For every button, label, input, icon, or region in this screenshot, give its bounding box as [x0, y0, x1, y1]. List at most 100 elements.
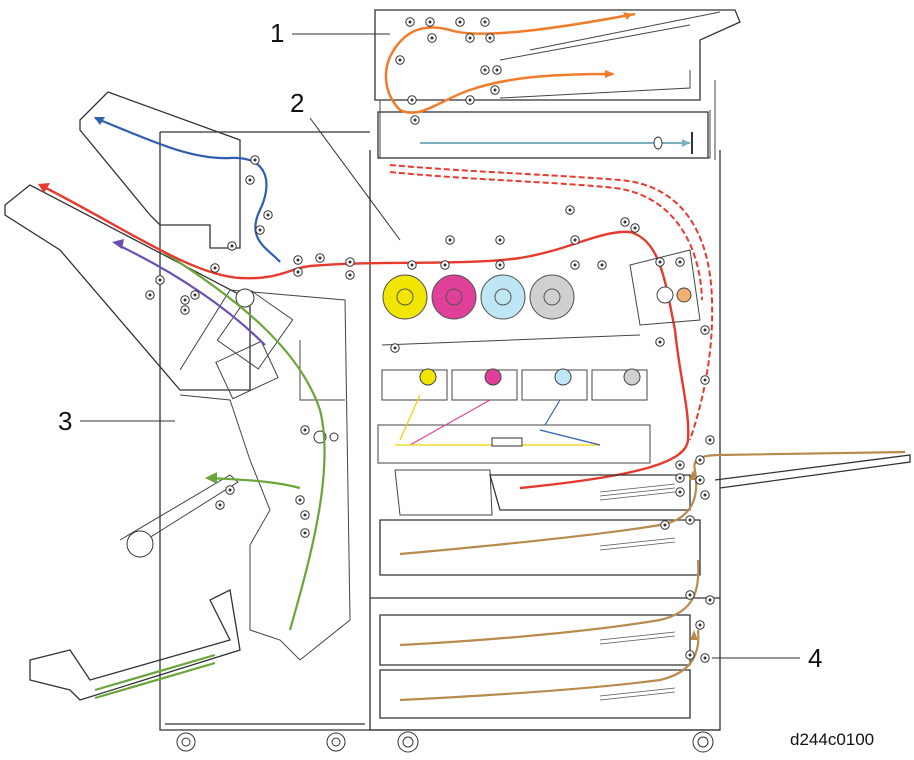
roller-icon — [248, 178, 252, 182]
roller-icon — [296, 258, 300, 262]
roller-icon — [148, 293, 152, 297]
roller-icon — [348, 273, 352, 277]
roller-icon — [688, 518, 692, 522]
drum-icon — [484, 368, 502, 386]
scanner-unit — [377, 111, 709, 159]
roller-icon — [158, 278, 162, 282]
roller-icon — [678, 463, 682, 467]
roller-icon — [408, 20, 412, 24]
roller-icon — [495, 68, 499, 72]
roller-icon — [213, 266, 217, 270]
caster-wheel-icon — [397, 731, 419, 753]
finisher-booklet-path — [94, 249, 326, 700]
caster-wheel-icon — [692, 731, 714, 753]
duplex-path — [389, 164, 714, 441]
roller-icon — [623, 220, 627, 224]
roller-icon — [448, 238, 452, 242]
roller-icon — [498, 238, 502, 242]
roller-icon — [258, 228, 262, 232]
roller-icon — [348, 260, 352, 264]
roller-icon — [193, 293, 197, 297]
roller-icon — [488, 36, 492, 40]
roller-icon — [410, 98, 414, 102]
roller-icon — [443, 263, 447, 267]
roller-icon — [573, 238, 577, 242]
roller-icon — [688, 653, 692, 657]
caster-wheel-icon — [176, 732, 196, 752]
roller-icon — [458, 20, 462, 24]
roller-icon — [303, 531, 307, 535]
roller-icon — [493, 88, 497, 92]
roller-icon — [430, 36, 434, 40]
roller-icon — [703, 493, 707, 497]
toner-cartridges — [382, 274, 575, 320]
roller-icon — [703, 378, 707, 382]
toner-cartridge-icon — [382, 274, 428, 320]
callout-number: 3 — [58, 406, 72, 436]
rollers — [145, 17, 715, 663]
roller-icon — [303, 428, 307, 432]
drum-icon — [623, 368, 641, 386]
roller-icon — [183, 298, 187, 302]
finisher-shift-path — [112, 239, 266, 346]
toner-cartridge-icon — [480, 274, 526, 320]
laser-unit — [377, 394, 651, 464]
roller-icon — [253, 158, 257, 162]
roller-icon — [678, 490, 682, 494]
casters — [176, 731, 714, 753]
roller-icon — [708, 438, 712, 442]
document-feeder — [374, 9, 741, 160]
paper-trays — [379, 454, 911, 719]
callout-4: 4 — [712, 643, 822, 673]
paper-tray-icon — [379, 519, 701, 576]
drum-units — [381, 334, 648, 401]
callout-3: 3 — [58, 406, 175, 436]
roller-icon — [678, 476, 682, 480]
callout-number: 4 — [808, 643, 822, 673]
roller-icon — [483, 20, 487, 24]
roller-icon — [318, 256, 322, 260]
figure-id-label: d244c0100 — [790, 730, 874, 749]
roller-icon — [703, 656, 707, 660]
roller-icon — [296, 270, 300, 274]
paper-tray-icon — [379, 669, 691, 719]
roller-icon — [703, 328, 707, 332]
roller-icon — [413, 118, 417, 122]
roller-icon — [688, 593, 692, 597]
roller-icon — [663, 523, 667, 527]
main-transport-path — [38, 183, 690, 490]
roller-icon — [468, 36, 472, 40]
drum-icon — [419, 368, 437, 386]
roller-icon — [568, 208, 572, 212]
roller-icon — [398, 58, 402, 62]
roller-icon — [428, 20, 432, 24]
roller-icon — [410, 263, 414, 267]
roller-icon — [658, 260, 662, 264]
roller-icon — [483, 68, 487, 72]
caster-wheel-icon — [326, 732, 346, 752]
roller-icon — [468, 98, 472, 102]
roller-icon — [183, 308, 187, 312]
roller-icon — [698, 478, 702, 482]
callout-1: 1 — [270, 18, 390, 48]
bypass-tray — [714, 454, 911, 489]
callout-number: 1 — [270, 18, 284, 48]
roller-icon — [708, 598, 712, 602]
roller-icon — [698, 623, 702, 627]
roller-icon — [228, 488, 232, 492]
roller-icon — [678, 260, 682, 264]
toner-cartridge-icon — [431, 274, 477, 320]
roller-icon — [633, 226, 637, 230]
feed-path — [399, 450, 906, 702]
roller-icon — [218, 503, 222, 507]
roller-icon — [298, 498, 302, 502]
roller-icon — [698, 458, 702, 462]
roller-icon — [573, 263, 577, 267]
fusing-unit — [629, 249, 701, 326]
roller-icon — [393, 346, 397, 350]
roller-icon — [303, 513, 307, 517]
finisher-unit — [4, 91, 351, 701]
roller-icon — [498, 263, 502, 267]
roller-icon — [266, 213, 270, 217]
